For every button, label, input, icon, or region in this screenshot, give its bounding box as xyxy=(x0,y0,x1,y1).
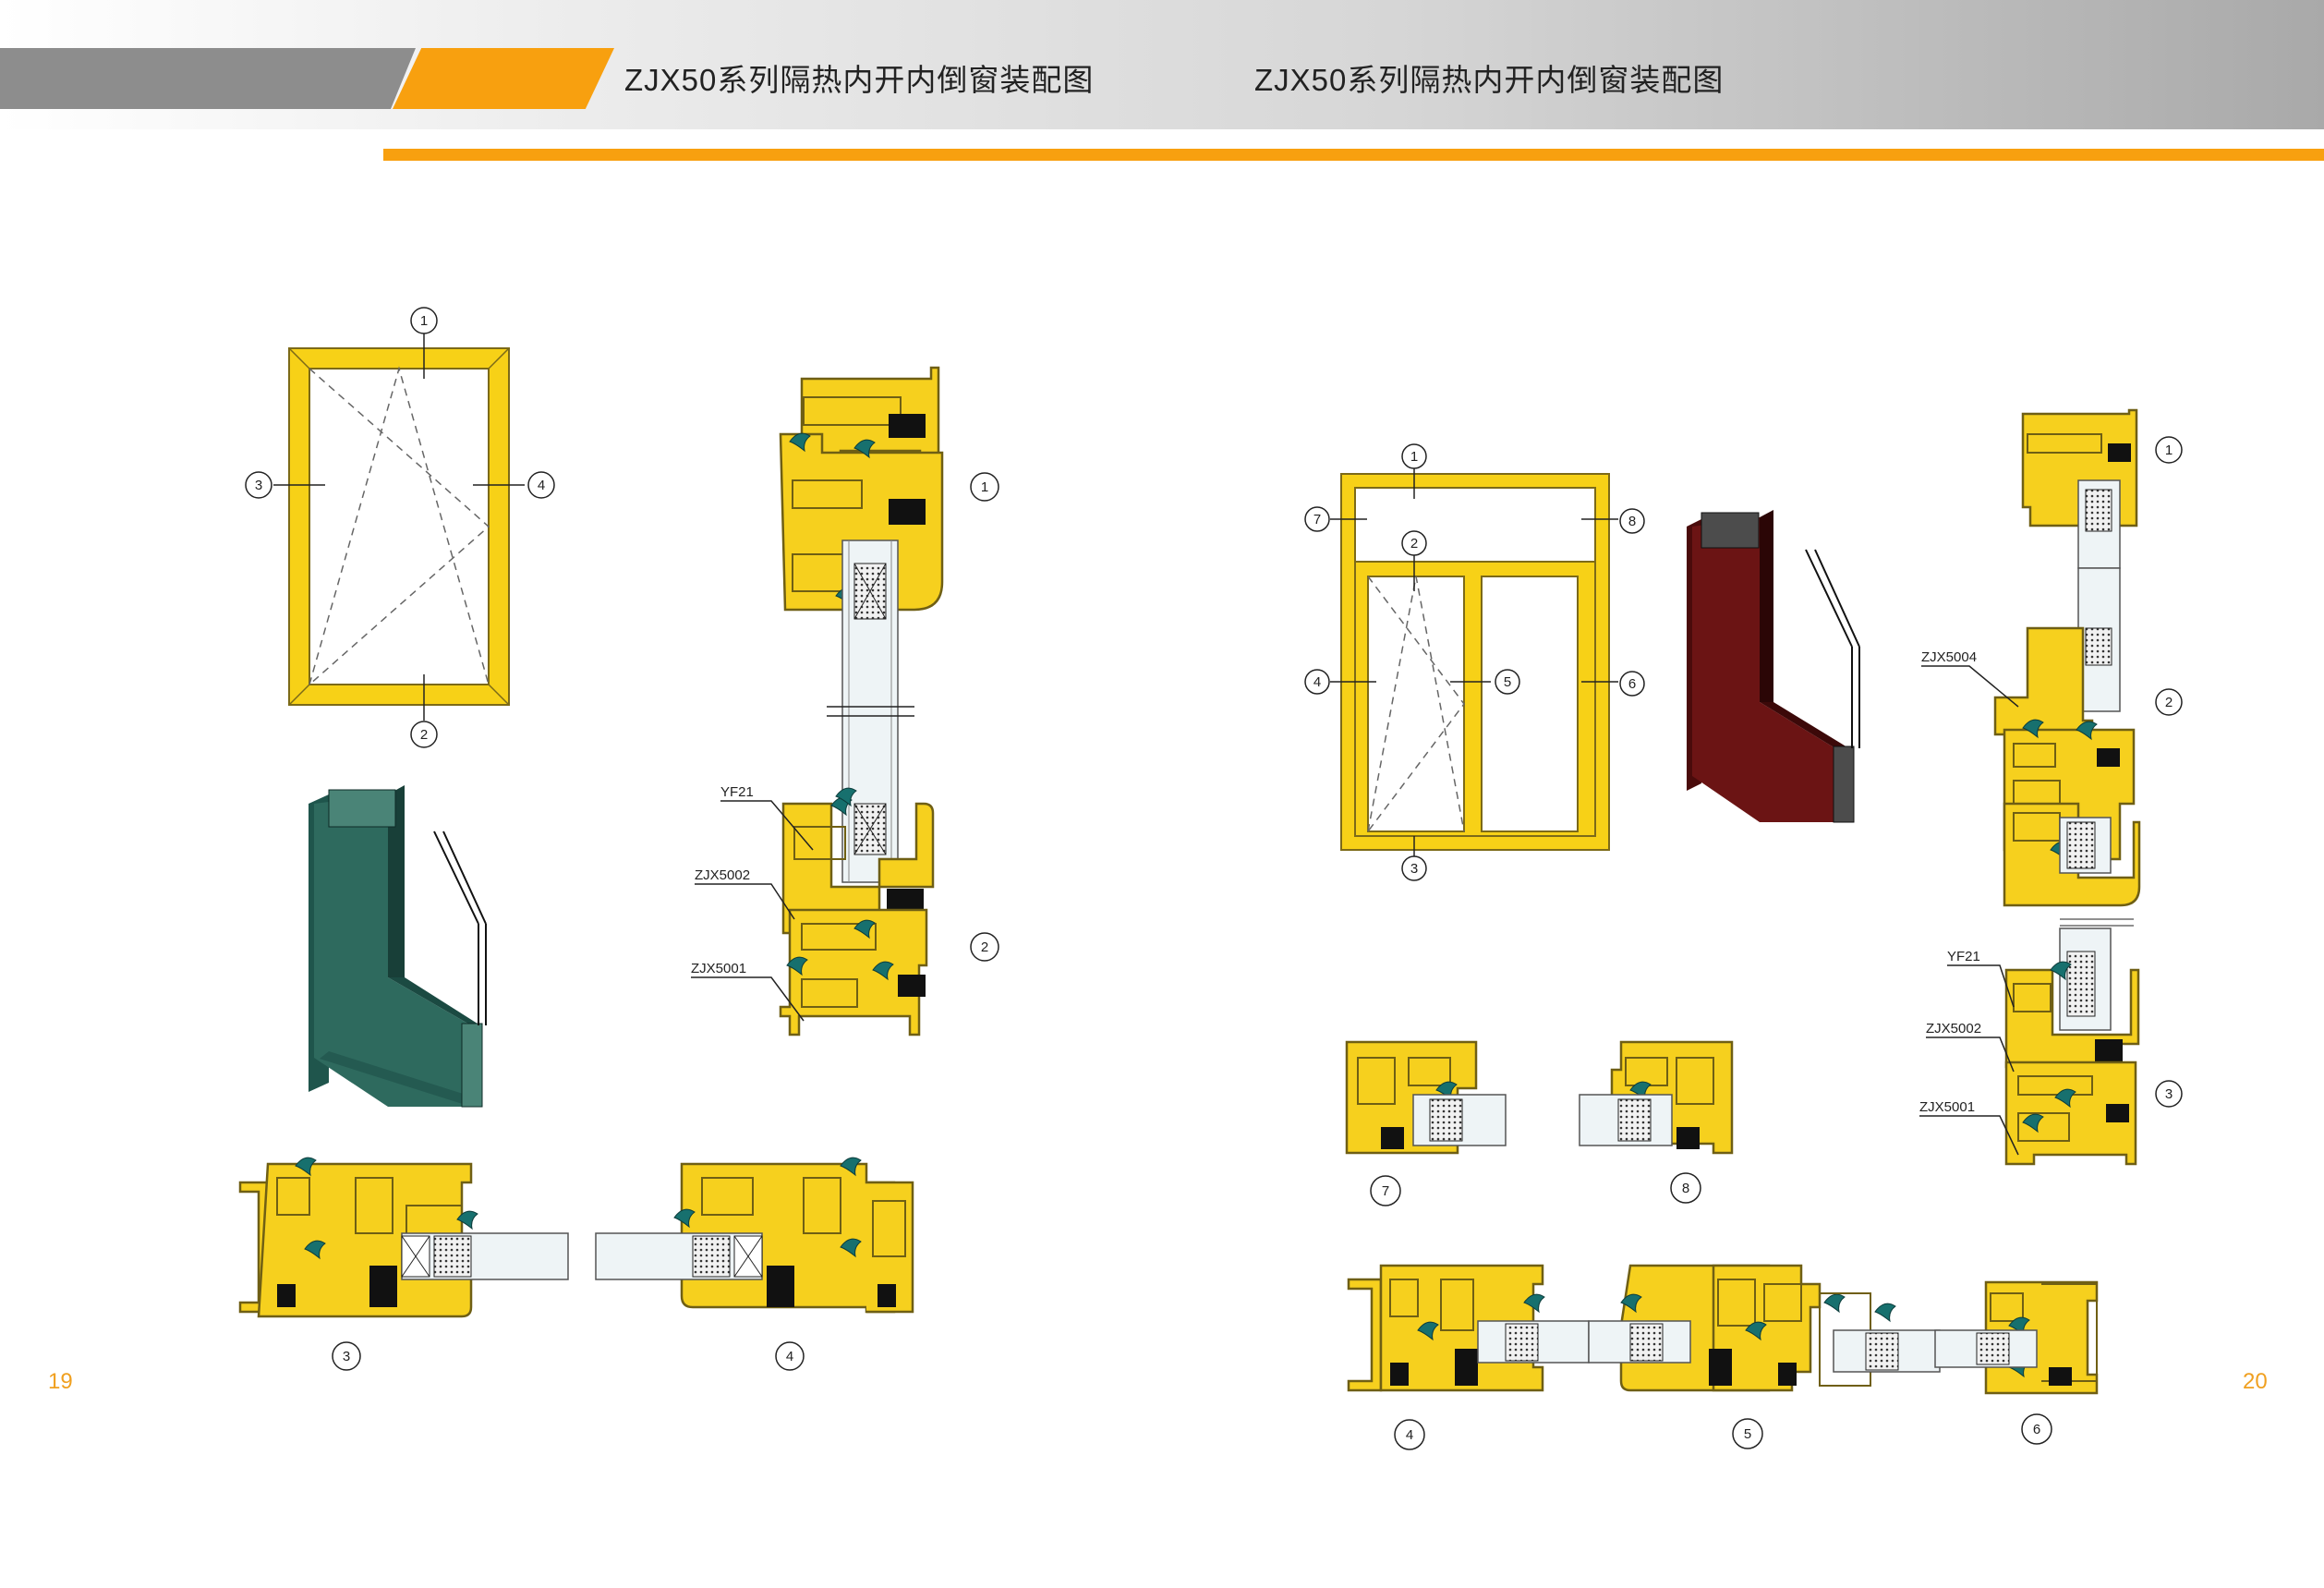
right-hsec-label-4: 4 xyxy=(1394,1419,1425,1450)
left-part-zjx5002: ZJX5002 xyxy=(695,867,750,883)
right-small-section-8 xyxy=(1579,1040,1734,1155)
svg-text:4: 4 xyxy=(786,1349,793,1364)
right-part-zjx5004: ZJX5004 xyxy=(1921,649,1977,665)
right-horizontal-section-4 xyxy=(1347,1264,1590,1392)
svg-text:7: 7 xyxy=(1313,512,1321,527)
left-vsec-label-2: 2 xyxy=(970,932,999,962)
page-number-right: 20 xyxy=(2243,1369,2268,1394)
header-grey-stripe xyxy=(0,48,416,109)
svg-text:1: 1 xyxy=(2165,442,2173,458)
svg-text:4: 4 xyxy=(1406,1427,1413,1443)
right-small-section-7 xyxy=(1345,1040,1507,1155)
right-part-zjx5001: ZJX5001 xyxy=(1919,1099,1975,1115)
svg-text:4: 4 xyxy=(538,478,545,493)
left-elev-label-3: 3 xyxy=(245,471,272,499)
svg-text:1: 1 xyxy=(1410,449,1418,465)
right-window-elevation xyxy=(1330,457,1618,864)
right-elev-label-7: 7 xyxy=(1304,506,1330,532)
left-elev-label-4: 4 xyxy=(527,471,555,499)
right-elev-label-5: 5 xyxy=(1495,669,1520,695)
svg-text:3: 3 xyxy=(1410,861,1418,877)
left-part-zjx5001: ZJX5001 xyxy=(691,961,746,976)
header-orange-rule xyxy=(383,149,2324,161)
svg-text:6: 6 xyxy=(1628,676,1636,692)
left-horizontal-section-4 xyxy=(595,1157,914,1314)
svg-text:4: 4 xyxy=(1313,674,1321,690)
left-horizontal-section-3 xyxy=(238,1157,569,1318)
right-elev-label-8: 8 xyxy=(1619,508,1645,534)
svg-text:6: 6 xyxy=(2033,1422,2040,1437)
svg-text:8: 8 xyxy=(1628,514,1636,529)
right-part-zjx5002: ZJX5002 xyxy=(1926,1021,1981,1036)
right-small-label-7: 7 xyxy=(1370,1175,1401,1206)
left-window-elevation xyxy=(273,333,525,721)
svg-text:2: 2 xyxy=(981,939,988,955)
right-horizontal-section-5 xyxy=(1588,1264,1941,1392)
right-vsec-label-3: 3 xyxy=(2155,1080,2183,1108)
svg-text:3: 3 xyxy=(255,478,262,493)
right-elev-label-1: 1 xyxy=(1401,443,1427,469)
right-elev-label-3: 3 xyxy=(1401,855,1427,881)
right-elev-label-4: 4 xyxy=(1304,669,1330,695)
svg-text:7: 7 xyxy=(1382,1183,1389,1199)
left-elev-label-2: 2 xyxy=(410,721,438,748)
page-title-left: ZJX50系列隔热内开内倒窗装配图 xyxy=(624,63,1095,97)
green-profile-3d xyxy=(309,785,487,1108)
page-number-left: 19 xyxy=(48,1369,73,1394)
svg-text:1: 1 xyxy=(420,313,428,329)
right-horizontal-section-6 xyxy=(1934,1280,2099,1395)
page-title-right: ZJX50系列隔热内开内倒窗装配图 xyxy=(1254,63,1725,97)
left-hsec-label-4: 4 xyxy=(775,1341,805,1371)
right-vsec-label-1: 1 xyxy=(2155,436,2183,464)
left-vertical-section xyxy=(691,366,944,1036)
right-elev-label-2: 2 xyxy=(1401,530,1427,556)
svg-text:1: 1 xyxy=(981,479,988,495)
right-vsec-label-2: 2 xyxy=(2155,688,2183,716)
right-part-yf21: YF21 xyxy=(1947,949,1980,964)
svg-text:3: 3 xyxy=(343,1349,350,1364)
svg-text:5: 5 xyxy=(1744,1426,1751,1442)
left-part-yf21: YF21 xyxy=(720,784,754,800)
red-profile-3d xyxy=(1687,510,1860,823)
right-hsec-label-5: 5 xyxy=(1732,1418,1763,1449)
left-vsec-label-1: 1 xyxy=(970,472,999,502)
svg-text:8: 8 xyxy=(1682,1181,1689,1196)
svg-text:2: 2 xyxy=(420,727,428,743)
left-hsec-label-3: 3 xyxy=(332,1341,361,1371)
right-hsec-label-6: 6 xyxy=(2021,1413,2052,1445)
right-elev-label-6: 6 xyxy=(1619,671,1645,697)
right-small-label-8: 8 xyxy=(1670,1172,1701,1204)
svg-text:2: 2 xyxy=(2165,695,2173,710)
header-orange-stripe xyxy=(393,48,614,109)
left-elev-label-1: 1 xyxy=(410,307,438,334)
svg-text:2: 2 xyxy=(1410,536,1418,552)
svg-text:3: 3 xyxy=(2165,1086,2173,1102)
right-vertical-section xyxy=(1919,408,2141,1166)
svg-text:5: 5 xyxy=(1504,674,1511,690)
